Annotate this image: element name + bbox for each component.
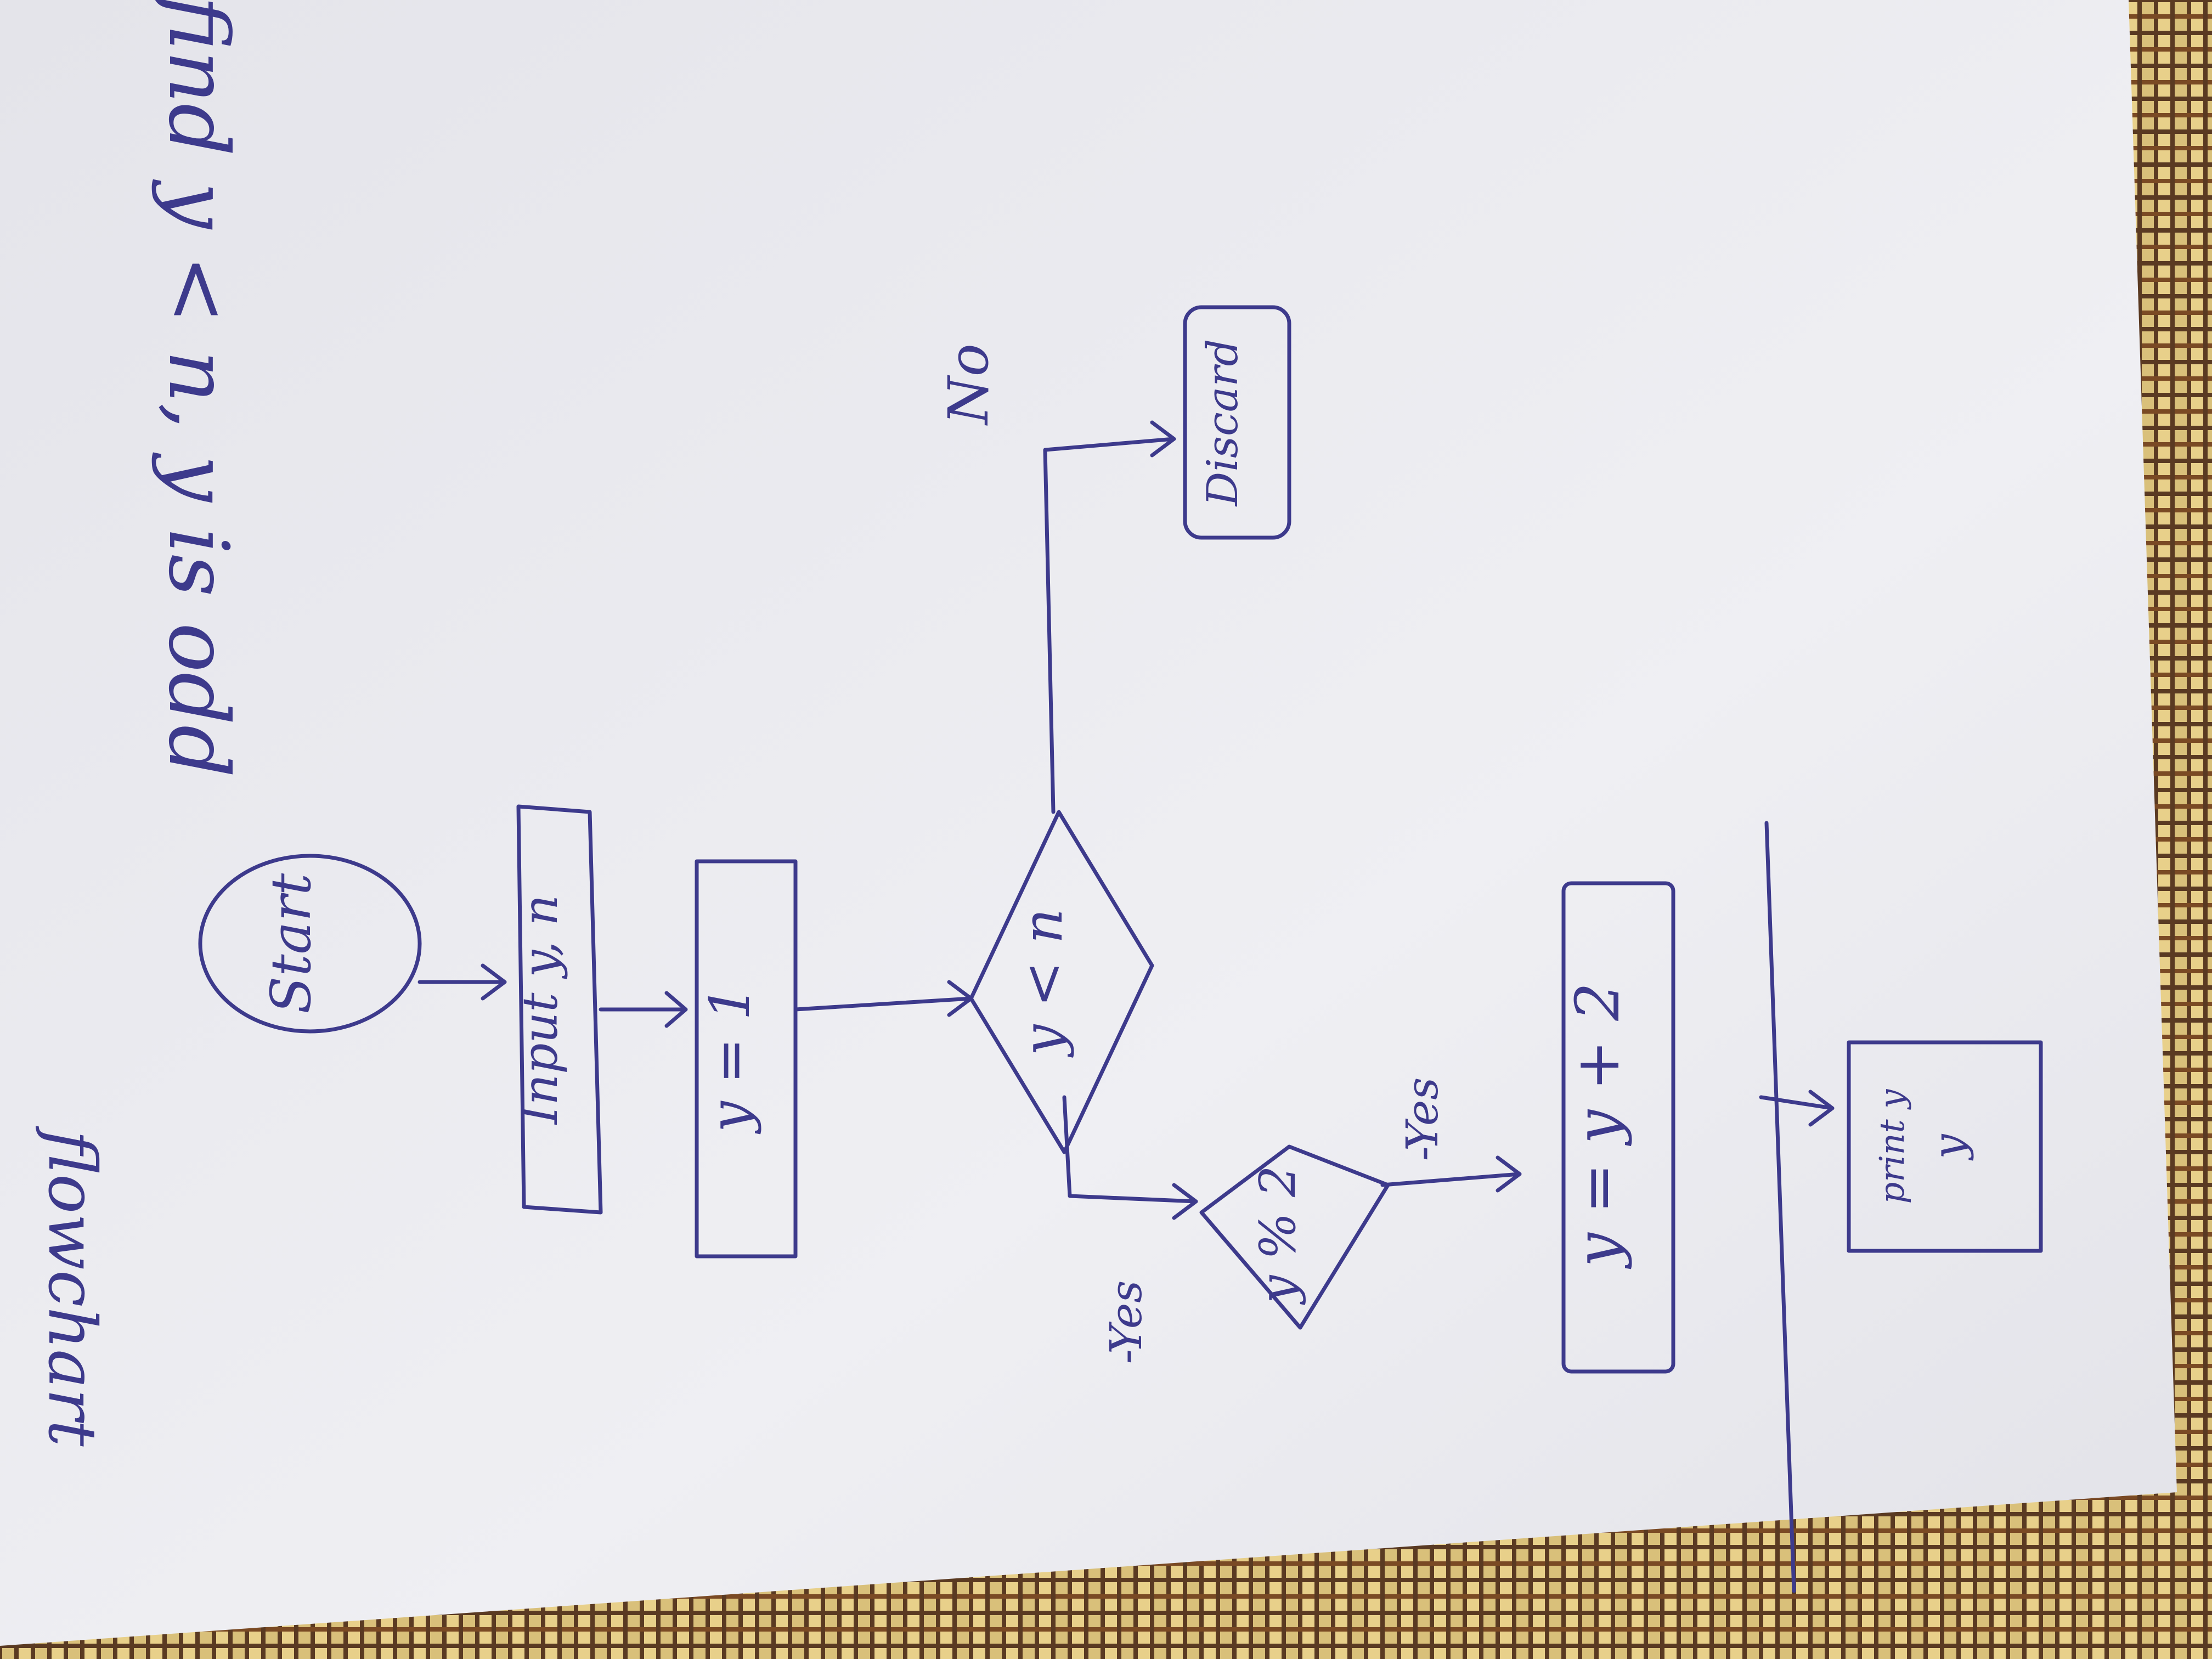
title-fragment: flowchart [33,1126,110,1447]
no-label: No [936,343,1001,426]
discard-label: Discard [1198,339,1248,507]
arrow-start-input [417,963,507,1001]
arrow-input-init [599,991,688,1028]
loop-condition-label: y < n [1011,909,1075,1058]
increment-label: y = y + 2 [1562,983,1633,1269]
arrow-yes-branch [1062,1095,1198,1220]
yes-label-right: -Yes [1397,1077,1448,1161]
input-label: Input y, n [512,895,568,1125]
problem-statement: flowchart n, find y < n, y is odd [33,0,246,1447]
init-label: y = 1 [698,985,762,1134]
odd-check-label: y % 2 [1249,1166,1307,1306]
yes-label-left: -Yes [1101,1280,1152,1364]
odd-check-node: y % 2 [1199,1144,1390,1330]
problem-text: n, find y < n, y is odd [150,0,246,777]
input-node: Input y, n [512,804,603,1215]
paper-sheet [0,0,2177,1646]
loop-back-line [1759,821,1835,1593]
init-node: y = 1 [695,859,798,1259]
loop-condition-node: y < n [969,810,1154,1154]
start-node: Start [198,854,422,1034]
arrow-odd-increment [1380,1155,1522,1193]
print-node: print y y [1847,1040,2043,1253]
arrow-no-branch [1043,420,1176,814]
increment-node: y = y + 2 [1561,881,1675,1374]
discard-node: Discard [1183,305,1291,540]
print-label-var: y [1923,1133,1974,1161]
print-label: print y [1872,1089,1912,1204]
start-label: Start [259,873,323,1014]
